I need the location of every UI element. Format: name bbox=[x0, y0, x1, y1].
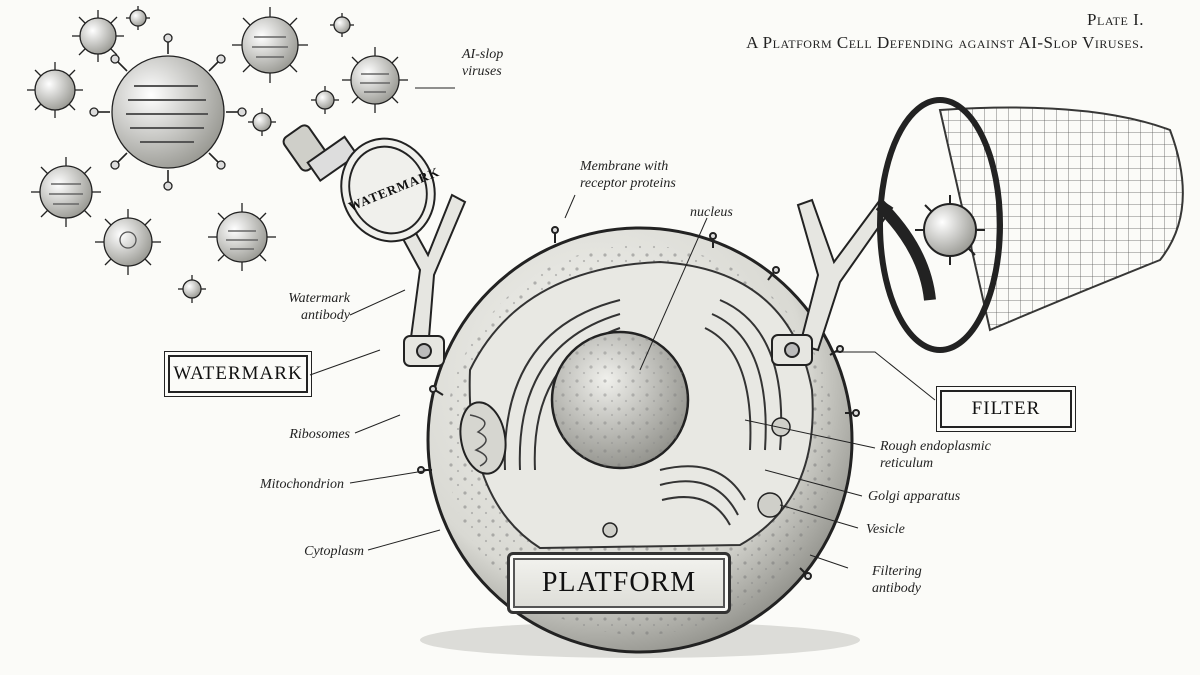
watermark-box: WATERMARK bbox=[164, 351, 312, 397]
mitochondrion bbox=[459, 401, 507, 475]
virus-icon bbox=[95, 209, 161, 275]
golgi-apparatus bbox=[659, 465, 746, 526]
label-golgi: Golgi apparatus bbox=[868, 489, 961, 504]
virus-icon bbox=[31, 157, 101, 227]
label-nucleus: nucleus bbox=[690, 205, 733, 220]
plate-title: Plate I. A Platform Cell Defending again… bbox=[746, 8, 1144, 54]
plate-caption: A Platform Cell Defending against AI-Slo… bbox=[746, 33, 1144, 52]
virus-icon bbox=[178, 275, 206, 303]
label-vesicle: Vesicle bbox=[866, 522, 905, 537]
virus-icon bbox=[311, 86, 339, 114]
net-icon bbox=[877, 97, 1184, 353]
leader-lines bbox=[309, 87, 936, 569]
virus-icon bbox=[248, 108, 276, 136]
virus-icon bbox=[126, 6, 150, 30]
virus-icon bbox=[72, 10, 124, 62]
vesicles bbox=[602, 417, 791, 538]
virus-icon bbox=[342, 47, 408, 113]
virus-icon bbox=[330, 13, 354, 37]
label-mitochondrion: Mitochondrion bbox=[260, 477, 344, 492]
stamp-icon bbox=[282, 124, 436, 243]
virus-icon bbox=[208, 203, 276, 271]
antibody-icon bbox=[771, 198, 936, 366]
virus-icon bbox=[232, 7, 308, 83]
virus-icon bbox=[27, 62, 83, 118]
label-cytoplasm: Cytoplasm bbox=[304, 544, 364, 559]
plate-number: Plate I. bbox=[1087, 10, 1144, 29]
virus-icon bbox=[89, 33, 247, 191]
label-ribosomes: Ribosomes bbox=[289, 427, 350, 442]
virus-cluster bbox=[27, 6, 408, 303]
filter-box: FILTER bbox=[936, 386, 1076, 432]
receptor-proteins bbox=[417, 226, 860, 580]
platform-plate: PLATFORM bbox=[507, 552, 731, 614]
